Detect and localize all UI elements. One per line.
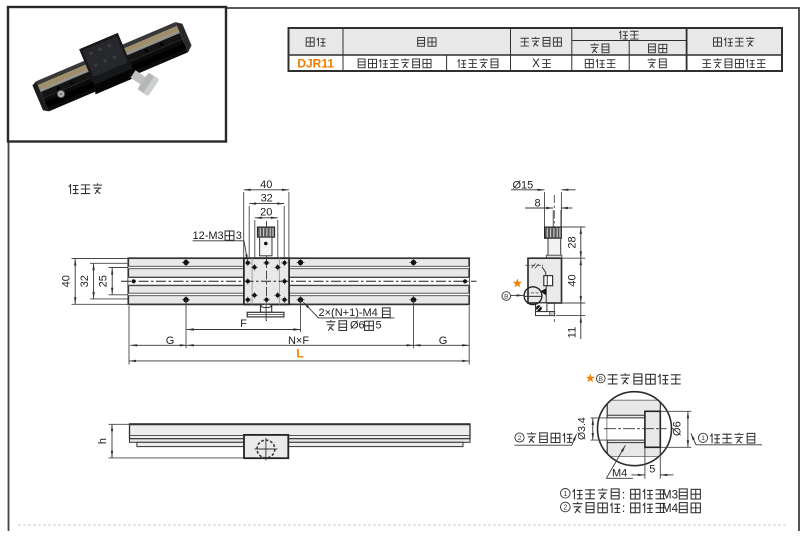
- svg-text:Ø15: Ø15: [513, 179, 534, 191]
- svg-text:5: 5: [376, 320, 382, 332]
- svg-text:40: 40: [61, 275, 73, 287]
- svg-text:Ø6: Ø6: [671, 421, 683, 436]
- svg-text:3: 3: [236, 230, 242, 242]
- svg-text:L: L: [296, 346, 303, 360]
- svg-text::: :: [622, 487, 625, 501]
- svg-text:N×F: N×F: [288, 335, 309, 347]
- svg-text::: :: [622, 501, 625, 515]
- svg-text:M4: M4: [662, 503, 679, 515]
- svg-text:5: 5: [649, 463, 655, 475]
- svg-text:40: 40: [566, 274, 578, 286]
- svg-text:25: 25: [98, 275, 110, 287]
- svg-text:11: 11: [566, 327, 578, 338]
- svg-text:G: G: [166, 335, 175, 347]
- svg-text:B: B: [504, 293, 508, 300]
- svg-text:32: 32: [79, 275, 91, 287]
- svg-text:X: X: [532, 58, 540, 70]
- svg-text:20: 20: [260, 207, 272, 219]
- svg-text:1: 1: [563, 491, 567, 498]
- svg-text:40: 40: [260, 179, 272, 191]
- svg-text:Ø3.4: Ø3.4: [576, 417, 588, 440]
- svg-text:28: 28: [566, 236, 578, 248]
- svg-text:F: F: [240, 318, 247, 330]
- svg-text:M3: M3: [662, 489, 678, 501]
- svg-text:M4: M4: [612, 468, 627, 480]
- svg-text:32: 32: [261, 193, 273, 205]
- svg-text:12-M3: 12-M3: [193, 230, 224, 242]
- svg-text:2×(N+1)-M4: 2×(N+1)-M4: [319, 307, 378, 319]
- svg-text:2: 2: [563, 505, 567, 512]
- svg-text:G: G: [439, 335, 448, 347]
- svg-text:Ø6: Ø6: [350, 320, 365, 332]
- svg-text:2: 2: [518, 435, 522, 442]
- svg-text:1: 1: [701, 435, 705, 442]
- svg-text:DJR11: DJR11: [297, 56, 334, 70]
- svg-text:B: B: [599, 376, 603, 383]
- svg-text:8: 8: [534, 197, 540, 209]
- svg-text:h: h: [97, 438, 109, 444]
